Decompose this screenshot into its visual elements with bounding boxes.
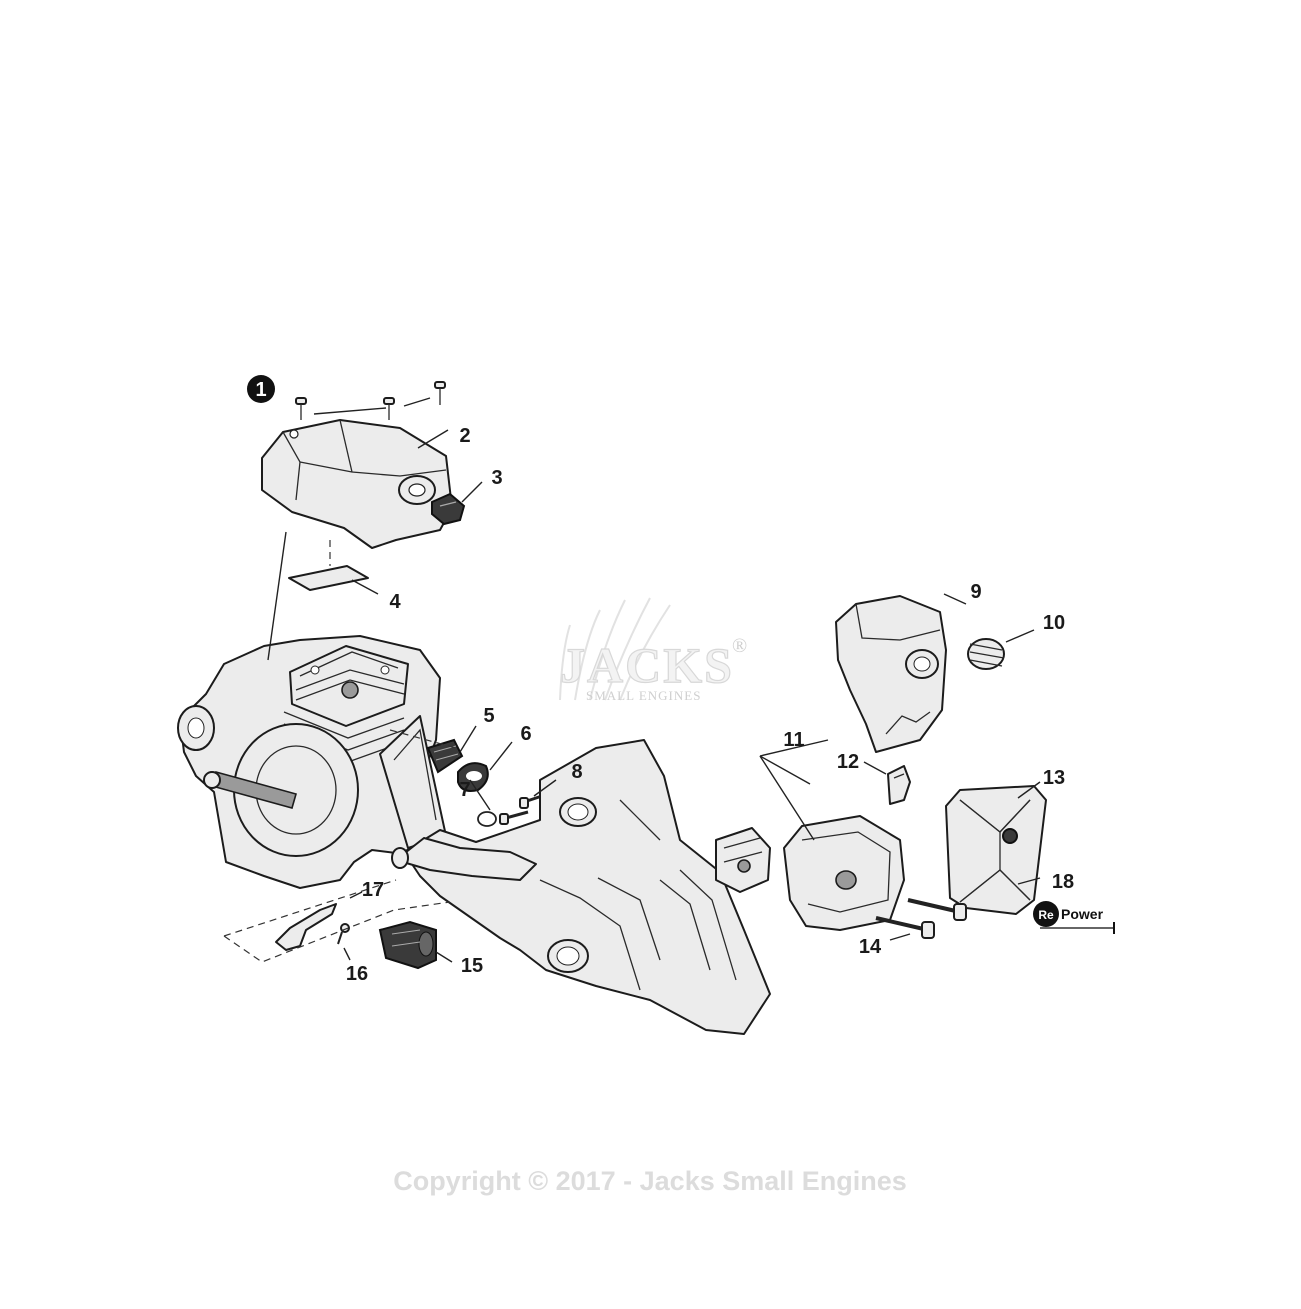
watermark-logo-text: JACKS <box>560 637 734 693</box>
callout-15: 15 <box>461 955 483 977</box>
part-air-filter-base <box>783 815 905 931</box>
part-o-ring <box>477 811 497 827</box>
part-small-screw <box>337 923 350 945</box>
callout-11: 11 <box>783 729 804 751</box>
watermark-grass-icon <box>559 597 671 701</box>
watermark-registered-mark: ® <box>732 635 748 657</box>
part-gasket-strip <box>288 565 369 591</box>
callouts: 1 2 3 4 5 6 7 8 9 10 11 12 13 14 15 16 1… <box>247 375 1074 985</box>
part-bolts <box>499 794 543 825</box>
part-grommet <box>431 492 466 526</box>
callout-17: 17 <box>362 879 384 901</box>
callout-5: 5 <box>483 705 494 727</box>
watermark-copyright: Copyright © 2017 - Jacks Small Engines <box>393 1166 907 1196</box>
callout-6: 6 <box>520 723 531 745</box>
callout-16: 16 <box>346 963 368 985</box>
part-tank-housing <box>391 739 771 1035</box>
part-clip <box>887 765 911 805</box>
callout-1: 1 <box>247 375 275 403</box>
part-intake-manifold <box>378 920 437 970</box>
callout-14: 14 <box>859 936 882 958</box>
part-bracket <box>275 903 337 951</box>
part-long-bolts <box>875 898 967 939</box>
watermark-logo: JACKS ® SMALL ENGINES <box>559 597 748 703</box>
screw-1a <box>295 397 307 420</box>
svg-text:1: 1 <box>255 379 266 401</box>
part-spring <box>967 638 1005 670</box>
screw-1b <box>383 397 395 420</box>
part-carburetor <box>715 827 771 893</box>
callout-18: 18 <box>1052 871 1074 893</box>
part-carb-cover <box>835 595 947 753</box>
callout-13: 13 <box>1043 767 1065 789</box>
callout-2: 2 <box>459 425 470 447</box>
repower-logo-icon <box>1033 901 1059 927</box>
watermark-logo-subtext: SMALL ENGINES <box>586 688 701 703</box>
part-air-filter <box>945 785 1047 915</box>
callout-12: 12 <box>837 751 859 773</box>
callout-9: 9 <box>970 581 981 603</box>
callout-7: 7 <box>459 779 470 801</box>
leader-lines <box>223 397 1041 963</box>
part-top-cover <box>261 419 453 549</box>
part-engine-crankcase <box>177 635 447 889</box>
callout-10: 10 <box>1043 612 1065 634</box>
screw-1c <box>434 381 446 405</box>
part-gasket-ring <box>457 762 489 792</box>
part-screws <box>295 381 446 420</box>
repower-badge: Re Power <box>1033 901 1115 934</box>
callout-4: 4 <box>389 591 401 613</box>
callout-8: 8 <box>571 761 582 783</box>
callout-3: 3 <box>491 467 502 489</box>
repower-power-text: Power <box>1061 906 1104 922</box>
repower-re-text: Re <box>1038 908 1054 922</box>
